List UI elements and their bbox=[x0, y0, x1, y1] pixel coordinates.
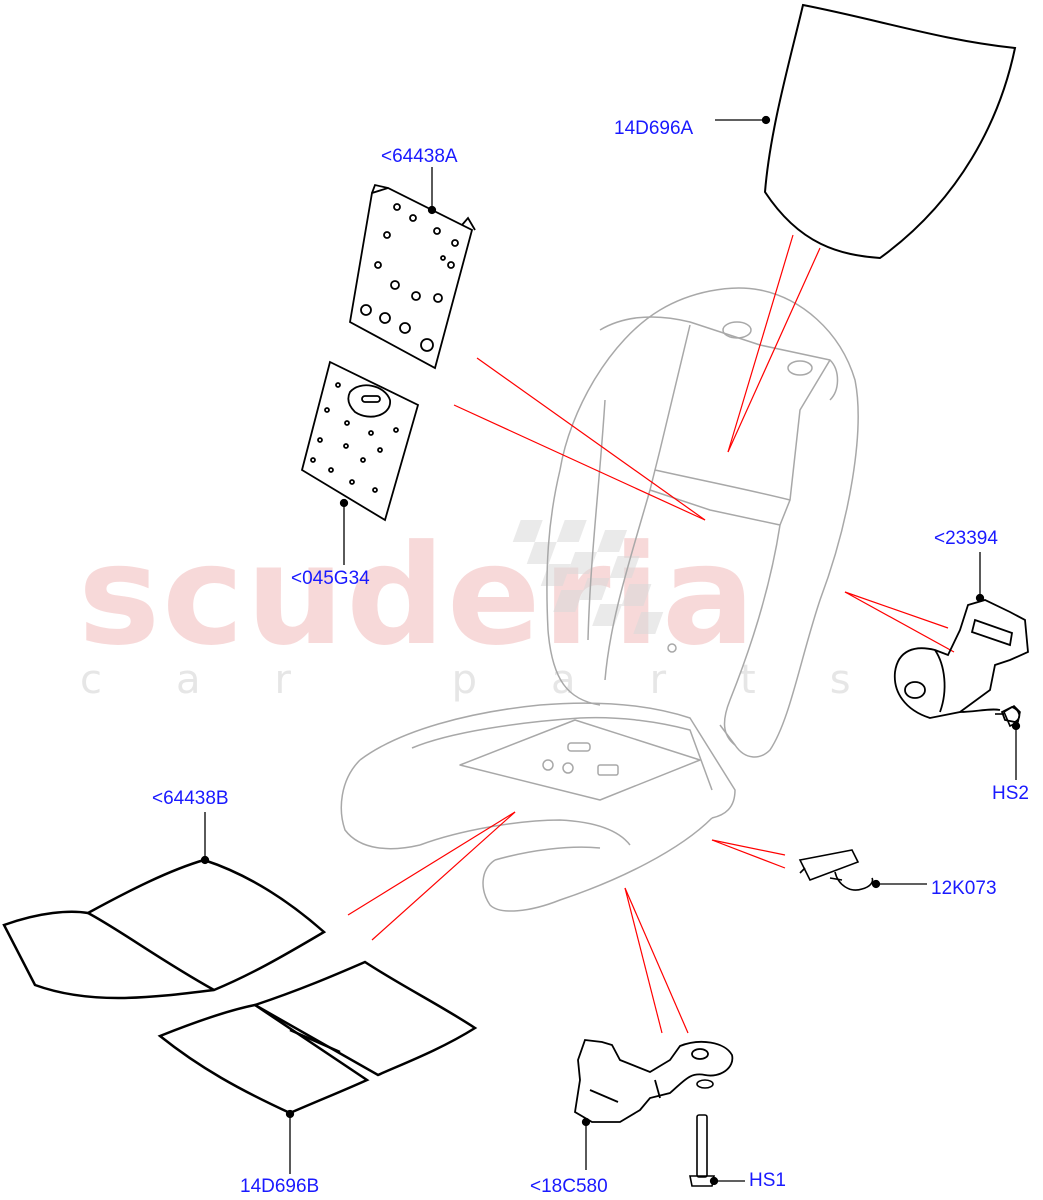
harness-bolt[interactable] bbox=[689, 1079, 715, 1187]
cushion-pads[interactable] bbox=[157, 960, 478, 1115]
callout-64438B[interactable]: <64438B bbox=[152, 788, 229, 809]
back-panel-lower[interactable] bbox=[300, 360, 420, 522]
watermark-tagline: car parts bbox=[80, 657, 925, 703]
callout-HS1[interactable]: HS1 bbox=[749, 1170, 786, 1191]
callout-12K073[interactable]: 12K073 bbox=[931, 878, 997, 899]
module-screw[interactable] bbox=[995, 704, 1021, 728]
seat-module[interactable] bbox=[893, 599, 1029, 723]
cushion-mat[interactable] bbox=[2, 858, 327, 1000]
watermark-flag bbox=[512, 520, 664, 634]
callout-14D696B[interactable]: 14D696B bbox=[240, 1176, 320, 1197]
seat-frame-outline bbox=[340, 287, 859, 912]
callout-18C580[interactable]: <18C580 bbox=[530, 1176, 608, 1197]
headrest-pad[interactable] bbox=[763, 3, 1017, 260]
back-panel-upper[interactable] bbox=[349, 183, 476, 370]
pointer-lines bbox=[347, 234, 955, 1034]
callout-23394[interactable]: <23394 bbox=[934, 528, 998, 549]
connector-clip[interactable] bbox=[798, 849, 874, 891]
wiring-harness[interactable] bbox=[574, 1039, 734, 1123]
callout-045G34[interactable]: <045G34 bbox=[291, 568, 370, 589]
callout-HS2[interactable]: HS2 bbox=[992, 783, 1029, 804]
leader-lines bbox=[200, 115, 1021, 1186]
callout-14D696A[interactable]: 14D696A bbox=[614, 118, 694, 139]
callout-64438A[interactable]: <64438A bbox=[381, 146, 458, 167]
